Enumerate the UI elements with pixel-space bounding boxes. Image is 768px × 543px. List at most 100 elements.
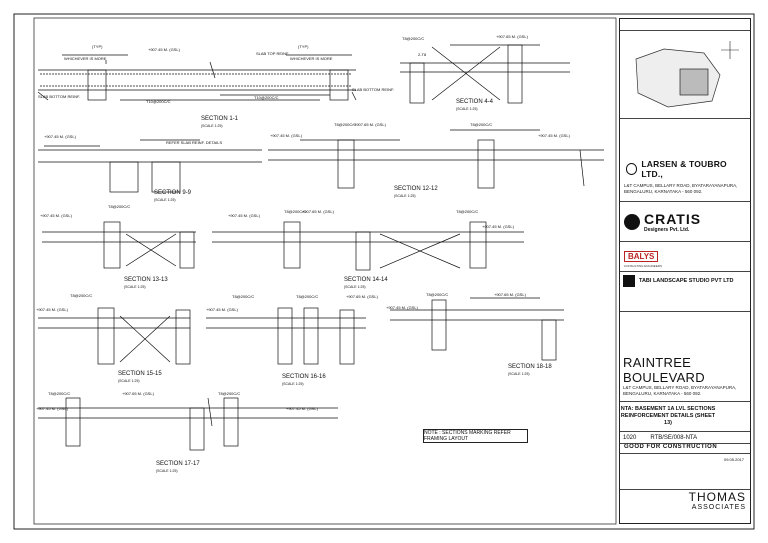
level-label: +907.65 M. (GSL) [302, 209, 335, 214]
rebar-label: T8@200C/C [108, 204, 130, 209]
whichever-label: WHICHEVER IS MORE [290, 56, 333, 61]
level-label: +907.45 M. (GSL) [228, 213, 261, 218]
sections-note: NOTE : SECTIONS MARKING REFER FRAMING LA… [423, 429, 528, 443]
whichever-label: WHICHEVER IS MORE [64, 56, 107, 61]
rebar-label: T8@200C/C [334, 122, 356, 127]
section-13-13-drawing [42, 221, 196, 269]
rebar-label: T8@200C/C [296, 294, 318, 299]
level-label: +907.45 M. (GSL) [482, 224, 515, 229]
level-label: +907.45 M. (GSL) [286, 406, 319, 411]
architect-subtitle: ASSOCIATES [691, 504, 746, 511]
section-title: SECTION 16-16 [282, 374, 326, 380]
cratis-logo-icon [624, 213, 640, 230]
section-18-18-drawing [390, 297, 564, 361]
section-title: SECTION 9-9 [154, 190, 192, 196]
section-9-9-drawing [38, 139, 262, 193]
section-12-12-drawing [268, 129, 604, 189]
section-scale: (SCALE 1:25) [344, 285, 366, 289]
rebar-label: T10@200C/C [254, 95, 279, 100]
section-title: SECTION 15-15 [118, 371, 162, 377]
rebar-label: T8@200C/C [402, 36, 424, 41]
section-scale: (SCALE 1:25) [456, 107, 478, 111]
rebar-label: T8@200C/C [218, 391, 240, 396]
level-label: +907.45 M. (GSL) [36, 307, 69, 312]
level-label: +907.45 M. (GSL) [538, 133, 571, 138]
level-label: +907.45 M. (GSL) [40, 213, 73, 218]
rebar-label: T10@200C/C [146, 99, 171, 104]
section-title: SECTION 13-13 [124, 277, 168, 283]
drawing-number-prefix: 1020 [623, 434, 637, 441]
level-label: +907.65 M. (GSL) [494, 292, 527, 297]
level-label: +907.45 M. (GSL) [44, 134, 77, 139]
slab-bottom-label: SLAB BOTTOM REINF. [38, 94, 80, 99]
section-16-16-drawing [206, 307, 366, 365]
level-label: +907.45 M. (GSL) [36, 406, 69, 411]
revision-strip [620, 19, 750, 31]
level-label: +907.65 M. (GSL) [354, 122, 387, 127]
client-address: L&T CAMPUS, BELLARY ROAD, BYATARAYANAPUR… [624, 183, 738, 194]
project-name: RAINTREE BOULEVARD [623, 355, 705, 385]
status-panel: GOOD FOR CONSTRUCTION [620, 444, 750, 454]
section-scale: (SCALE 1:25) [118, 379, 140, 383]
drawing-number: RTB/SE/008-NTA [650, 434, 698, 441]
drawing-title-panel: NTA: BASEMENT 1A LVL SECTIONS REINFORCEM… [620, 402, 750, 432]
rebar-label: T8@200C/C [284, 209, 306, 214]
typ-label: (TYP) [298, 44, 309, 49]
section-scale: (SCALE 1:25) [154, 198, 176, 202]
sheet-border [13, 13, 755, 530]
title-block: LARSEN & TOUBRO LTD., L&T CAMPUS, BELLAR… [619, 18, 751, 524]
signature-panel: 09.05.2017 [620, 454, 750, 490]
level-label: +907.65 M. (GSL) [122, 391, 155, 396]
balys-logo: BALYS [624, 251, 659, 262]
project-panel: RAINTREE BOULEVARD L&T CAMPUS, BELLARY R… [620, 354, 750, 402]
section-1-1-drawing [37, 54, 357, 101]
refer-slab-label: REFER SLAB REINF. DETAILS [166, 140, 222, 145]
key-plan-sketch [635, 41, 739, 108]
bars-label: 2-T8 [418, 52, 427, 57]
client-name: LARSEN & TOUBRO LTD., [641, 159, 727, 179]
section-title: SECTION 12-12 [394, 186, 438, 192]
lt-logo-icon [626, 163, 638, 175]
drawing-title: NTA: BASEMENT 1A LVL SECTIONS REINFORCEM… [620, 406, 716, 426]
structural-consultant: BALYS CONSULTING ENGINEERS [620, 242, 750, 272]
section-scale: (SCALE 1:25) [156, 469, 178, 473]
typ-label: (TYP) [92, 44, 103, 49]
landscape-panel: TABI LANDSCAPE STUDIO PVT LTD [620, 272, 750, 312]
section-title: SECTION 1-1 [201, 116, 239, 122]
rebar-label: T8@200C/C [70, 293, 92, 298]
consultant-name: CRATIS [644, 210, 702, 227]
level-label: +907.65 M. (GSL) [496, 34, 529, 39]
rebar-label: T8@200C/C [426, 292, 448, 297]
section-17-17-drawing [38, 397, 338, 451]
balys-subtitle: CONSULTING ENGINEERS [624, 264, 662, 268]
consultant-panel: CRATIS Designers Pvt. Ltd. [620, 202, 750, 242]
rebar-label: T8@200C/C [470, 122, 492, 127]
section-title: SECTION 4-4 [456, 99, 494, 105]
section-14-14-drawing [212, 221, 524, 271]
level-label: +907.45 M. (GSL) [270, 133, 303, 138]
section-title: SECTION 14-14 [344, 277, 388, 283]
project-address: L&T CAMPUS, BELLARY ROAD, BYATARAYANAPUR… [623, 385, 737, 396]
consultant-subtitle: Designers Pvt. Ltd. [644, 226, 690, 233]
issue-date: 09.05.2017 [723, 457, 744, 462]
level-label: +907.45 M. (GSL) [206, 307, 239, 312]
tabi-logo-icon [623, 275, 635, 287]
slab-top-label: SLAB TOP REINF. [256, 51, 289, 56]
section-scale: (SCALE 1:25) [508, 372, 530, 376]
drawing-border [33, 17, 617, 525]
drawing-number-panel: 1020 RTB/SE/008-NTA [620, 432, 750, 444]
rebar-label: T8@200C/C [48, 391, 70, 396]
level-label: +907.45 M. (GSL) [386, 305, 419, 310]
level-label: +907.45 M. (GSL) [148, 47, 181, 52]
rebar-label: T8@200C/C [232, 294, 254, 299]
landscape-name: TABI LANDSCAPE STUDIO PVT LTD [639, 278, 734, 284]
key-plan [620, 31, 750, 119]
section-title: SECTION 18-18 [508, 364, 552, 370]
section-scale: (SCALE 1:25) [124, 285, 146, 289]
section-scale: (SCALE 1:25) [282, 382, 304, 386]
section-scale: (SCALE 1:25) [201, 124, 223, 128]
architect-panel: THOMAS ASSOCIATES [620, 490, 750, 525]
level-label: +907.65 M. (GSL) [346, 294, 379, 299]
architect-name: THOMAS [688, 490, 746, 504]
